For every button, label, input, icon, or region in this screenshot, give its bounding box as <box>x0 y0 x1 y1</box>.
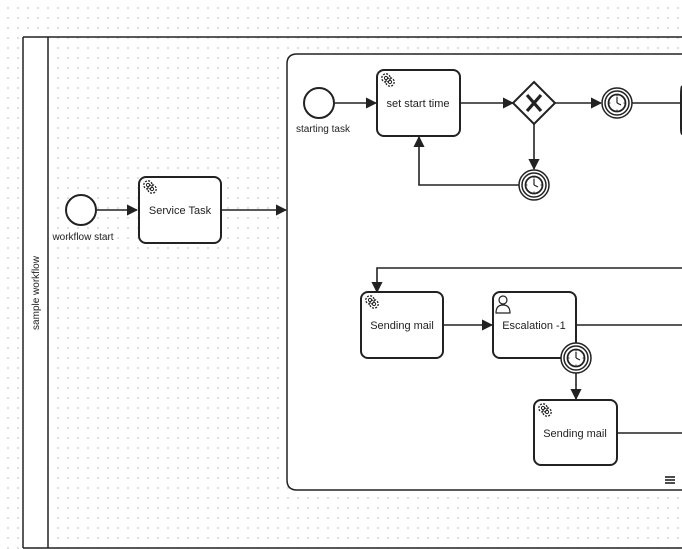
start-event-workflow[interactable] <box>65 194 97 226</box>
service-task-label: Service Task <box>149 205 212 217</box>
timer-event-top[interactable] <box>601 87 633 119</box>
timer-event-loop[interactable] <box>518 169 550 201</box>
pool-label: sample workflow <box>31 255 42 330</box>
boundary-timer-event[interactable] <box>560 342 592 374</box>
sending-mail-2-label: Sending mail <box>543 428 607 440</box>
clock-icon <box>601 87 633 119</box>
service-task[interactable]: Service Task <box>138 176 222 244</box>
starting-task-label: starting task <box>296 124 351 135</box>
clock-icon <box>560 342 592 374</box>
exclusive-gateway-x-icon <box>525 93 543 113</box>
sequence-flows <box>97 97 682 434</box>
start-event-label: workflow start <box>51 232 113 243</box>
user-icon <box>495 295 511 314</box>
sending-mail-task-1[interactable]: Sending mail <box>360 291 444 359</box>
flow-loop-back <box>413 135 519 186</box>
subprocess[interactable] <box>286 53 682 491</box>
flow-return-to-sendingmail <box>371 267 682 294</box>
exclusive-gateway[interactable] <box>511 80 557 126</box>
start-event-starting-task[interactable] <box>303 87 335 119</box>
sending-mail-task-2[interactable]: Sending mail <box>533 399 618 466</box>
set-start-time-label: set start time <box>387 98 450 110</box>
escalation-label: Escalation -1 <box>502 320 566 332</box>
offscreen-task-partial[interactable] <box>680 85 682 135</box>
hamburger-icon <box>665 476 675 484</box>
set-start-time-task[interactable]: set start time <box>376 69 461 137</box>
clock-icon <box>518 169 550 201</box>
pool[interactable]: sample workflow <box>22 36 682 549</box>
escalation-user-task[interactable]: Escalation -1 <box>492 291 577 359</box>
sending-mail-1-label: Sending mail <box>370 320 434 332</box>
